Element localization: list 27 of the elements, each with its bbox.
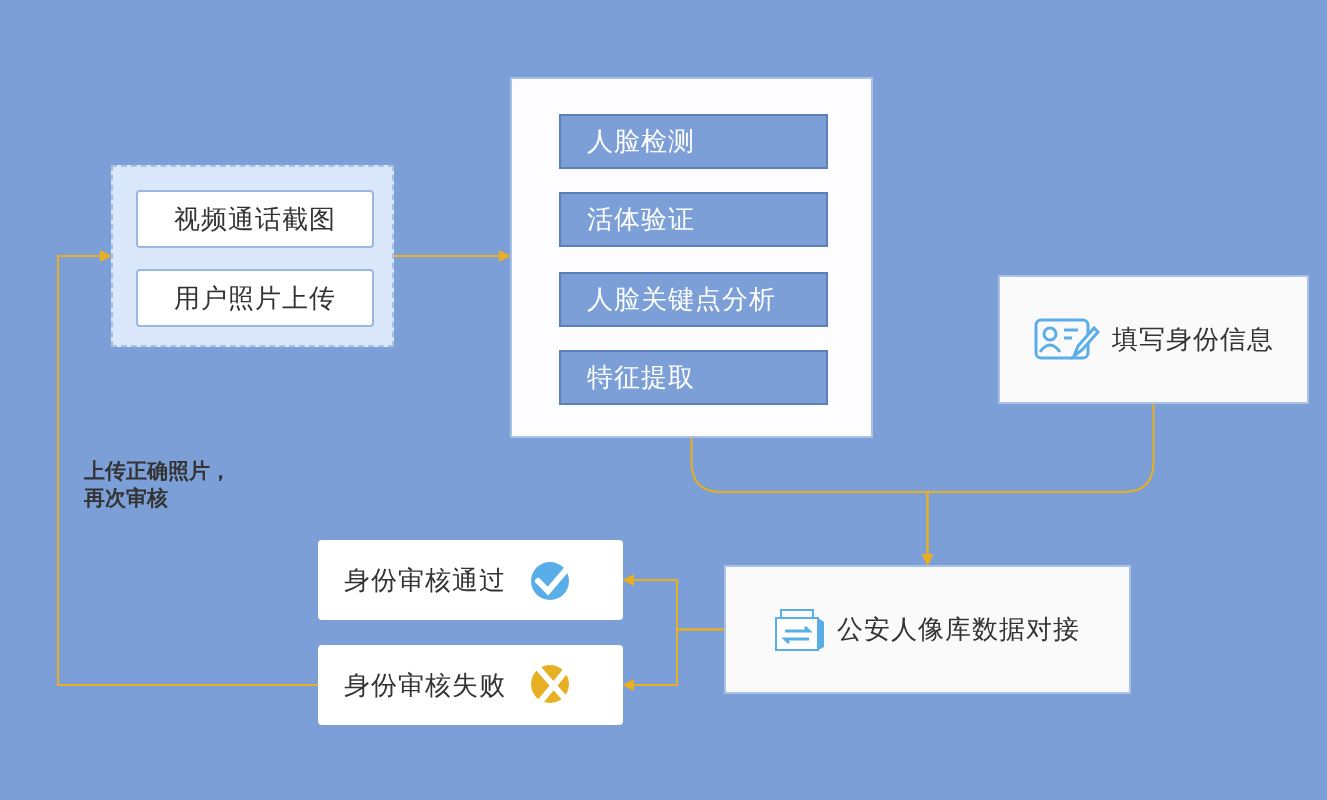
source-box — [136, 190, 374, 248]
arrow — [393, 250, 511, 262]
source-box — [136, 269, 374, 327]
edge-label: 上传正确照片，再次审核 — [84, 458, 232, 513]
result-box — [318, 645, 623, 725]
node-label: 人脸关键点分析 — [587, 283, 776, 316]
node-label: 身份审核通过 — [344, 563, 506, 597]
node-label: 活体验证 — [587, 203, 695, 236]
node-label: 人脸检测 — [587, 125, 695, 158]
node-label: 特征提取 — [587, 361, 695, 394]
arrow — [921, 403, 1155, 566]
step-box — [559, 192, 828, 247]
arrow — [57, 250, 319, 686]
node-label: 填写身份信息 — [1111, 323, 1274, 356]
dashed-group-box — [111, 165, 394, 347]
process-panel — [510, 77, 873, 438]
node-label: 用户照片上传 — [174, 281, 336, 315]
step-box — [559, 114, 828, 169]
process-box — [998, 275, 1309, 404]
arrow — [622, 628, 725, 691]
node-label: 视频通话截图 — [174, 202, 336, 236]
node-label: 公安人像库数据对接 — [837, 613, 1080, 646]
step-box — [559, 272, 828, 327]
process-box — [724, 565, 1131, 694]
step-box — [559, 350, 828, 405]
node-label: 身份审核失败 — [344, 668, 506, 702]
result-box — [318, 540, 623, 620]
